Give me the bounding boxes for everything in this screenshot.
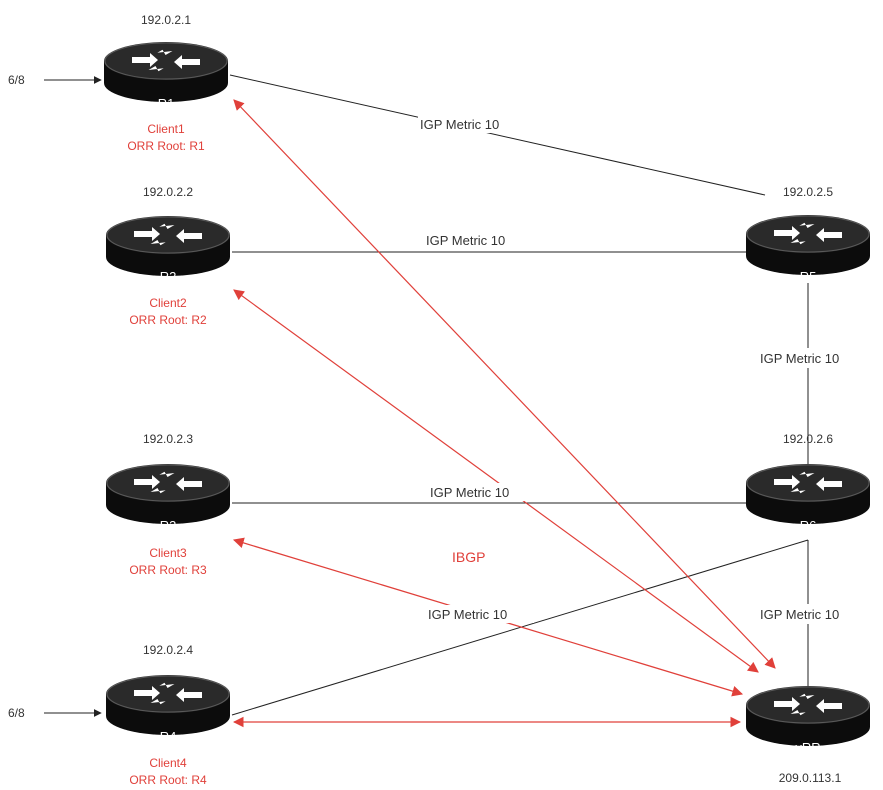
metric-label-r6-vrr: IGP Metric 10 — [760, 607, 839, 622]
router-r1-orr-root: ORR Root: R1 — [127, 139, 205, 153]
router-r6-ip: 192.0.2.6 — [783, 432, 833, 446]
router-r1: 192.0.2.1 R1 Client1 ORR Root: R1 — [103, 13, 229, 153]
metric-label-r1-r5: IGP Metric 10 — [420, 117, 499, 132]
router-r4-name: R4 — [160, 729, 177, 744]
router-r2-name: R2 — [160, 269, 177, 284]
router-icon — [105, 215, 231, 277]
router-r5-ip: 192.0.2.5 — [783, 185, 833, 199]
input-label-r4: 6/8 — [8, 706, 25, 720]
router-icon — [745, 214, 871, 276]
router-r2-orr-root: ORR Root: R2 — [129, 313, 207, 327]
router-r2-ip: 192.0.2.2 — [143, 185, 193, 199]
router-r5: 192.0.2.5 R5 — [745, 185, 871, 284]
metric-label-r2-r5: IGP Metric 10 — [426, 233, 505, 248]
router-icon — [105, 674, 231, 736]
link-r1-r5 — [229, 74, 766, 196]
router-r4-ip: 192.0.2.4 — [143, 643, 193, 657]
router-r3-client: Client3 — [149, 546, 187, 560]
router-r1-ip: 192.0.2.1 — [141, 13, 191, 27]
router-vrr-name: vRR — [795, 740, 820, 755]
router-r5-name: R5 — [800, 269, 817, 284]
ibgp-session-r1-vrr — [233, 99, 776, 669]
router-r6-name: R6 — [800, 518, 817, 533]
router-icon — [103, 41, 229, 103]
router-r6: 192.0.2.6 R6 — [745, 432, 871, 533]
router-icon — [105, 463, 231, 525]
input-label-r1: 6/8 — [8, 73, 25, 87]
router-r3-orr-root: ORR Root: R3 — [129, 563, 207, 577]
ibgp-label: IBGP — [452, 549, 485, 565]
router-r3: 192.0.2.3 R3 Client3 ORR Root: R3 — [105, 432, 231, 577]
router-icon — [745, 685, 871, 747]
router-r4-client: Client4 — [149, 756, 187, 770]
metric-label-r5-r6: IGP Metric 10 — [760, 351, 839, 366]
router-r1-name: R1 — [158, 96, 175, 111]
router-r1-client: Client1 — [147, 122, 185, 136]
router-r3-ip: 192.0.2.3 — [143, 432, 193, 446]
router-r2-client: Client2 — [149, 296, 187, 310]
metric-label-r3-r6: IGP Metric 10 — [430, 485, 509, 500]
router-vrr: vRR 209.0.113.1 — [745, 685, 871, 785]
metric-label-r4-r6: IGP Metric 10 — [428, 607, 507, 622]
router-r4-orr-root: ORR Root: R4 — [129, 773, 207, 787]
router-r3-name: R3 — [160, 518, 177, 533]
router-r4: 192.0.2.4 R4 Client4 ORR Root: R4 — [105, 643, 231, 787]
router-icon — [745, 463, 871, 525]
router-vrr-ip: 209.0.113.1 — [779, 771, 842, 785]
link-r4-r6 — [231, 539, 809, 716]
router-r2: 192.0.2.2 R2 Client2 ORR Root: R2 — [105, 185, 231, 327]
